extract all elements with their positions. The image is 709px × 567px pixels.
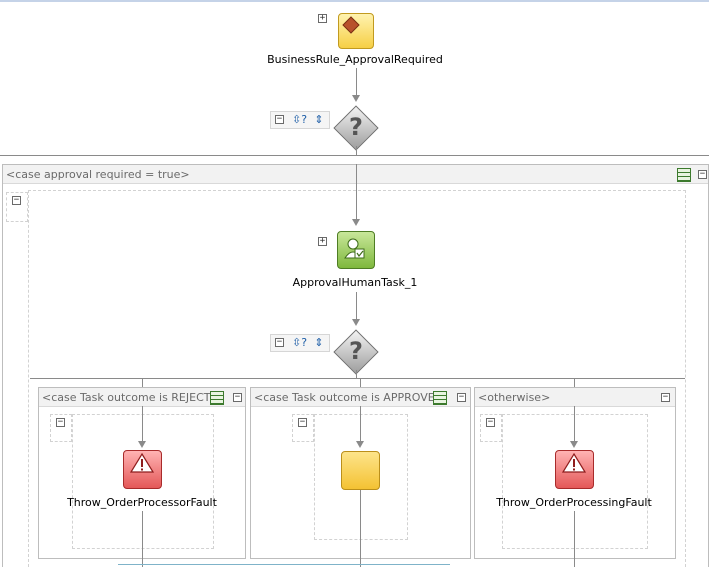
collapse-sequence-toggle[interactable]: − (12, 195, 21, 205)
sequence-gutter (50, 414, 72, 442)
connector-line (142, 511, 143, 567)
connector-line (574, 511, 575, 567)
collapse-case-reject-toggle[interactable]: − (233, 392, 242, 402)
collapse-approve-sequence-toggle[interactable]: − (298, 417, 307, 427)
connector-line (360, 378, 361, 387)
expand-business-rule-toggle[interactable]: + (318, 13, 327, 23)
connector-arrow (356, 441, 364, 448)
connector-line (356, 68, 357, 96)
business-rule-label: BusinessRule_ApprovalRequired (267, 53, 443, 66)
throw-order-processor-fault-activity[interactable] (123, 450, 162, 489)
canvas-top-border (0, 0, 709, 2)
human-task-icon (344, 238, 365, 259)
switch-1-question-icon: ? (349, 113, 363, 141)
reorder-case-icon[interactable]: ⇕ (314, 336, 324, 349)
throw-order-processing-fault-activity[interactable] (555, 450, 594, 489)
move-case-icon[interactable]: ⇳? (292, 336, 308, 349)
collapse-reject-sequence-toggle[interactable]: − (56, 417, 65, 427)
throw-reject-label: Throw_OrderProcessorFault (67, 496, 217, 509)
reject-sequence-area (72, 414, 214, 549)
switch-2-question-icon: ? (349, 337, 363, 365)
move-case-icon[interactable]: ⇳? (292, 113, 308, 126)
connector-arrow (138, 441, 146, 448)
collapse-switch-2-toggle[interactable]: − (275, 337, 284, 347)
collapse-case-otherwise-toggle[interactable]: − (661, 392, 670, 402)
empty-activity[interactable] (341, 451, 380, 490)
switch-toolbar-2: − ⇳? ⇕ (270, 334, 330, 352)
connector-line (360, 490, 361, 567)
connector-arrow (352, 319, 360, 326)
approval-human-task-activity[interactable] (337, 231, 375, 269)
sequence-dashed-area (28, 190, 686, 567)
case-condition-icon[interactable] (433, 391, 447, 405)
sequence-gutter (480, 414, 502, 442)
warning-icon (129, 452, 155, 473)
case-approval-required-header (3, 165, 708, 184)
bottom-element-edge (118, 564, 450, 565)
case-reject-label[interactable]: <case Task outcome is REJECT> (42, 391, 220, 404)
connector-line (356, 292, 357, 320)
business-rule-icon (342, 16, 360, 34)
connector-arrow (352, 95, 360, 102)
collapse-outer-case-toggle[interactable]: − (698, 169, 707, 179)
expand-human-task-toggle[interactable]: + (318, 236, 327, 246)
connector-line (360, 406, 361, 442)
connector-line (356, 164, 357, 220)
connector-line (356, 370, 357, 378)
switch-2-branch-line (30, 378, 685, 379)
case-otherwise-label[interactable]: <otherwise> (478, 391, 551, 404)
connector-line (574, 406, 575, 442)
switch-1-branch-line (0, 155, 709, 156)
collapse-otherwise-sequence-toggle[interactable]: − (486, 417, 495, 427)
connector-line (142, 378, 143, 387)
warning-icon (561, 452, 587, 473)
switch-toolbar-1: − ⇳? ⇕ (270, 111, 330, 129)
human-task-label: ApprovalHumanTask_1 (292, 276, 418, 289)
throw-otherwise-label: Throw_OrderProcessingFault (496, 496, 652, 509)
connector-line (574, 378, 575, 387)
reorder-case-icon[interactable]: ⇕ (314, 113, 324, 126)
sequence-gutter (6, 192, 28, 222)
business-rule-activity[interactable] (338, 13, 374, 49)
otherwise-sequence-area (502, 414, 648, 549)
connector-arrow (570, 441, 578, 448)
case-approve-label[interactable]: <case Task outcome is APPROVE> (254, 391, 444, 404)
sequence-gutter (292, 414, 314, 442)
case-condition-icon[interactable] (210, 391, 224, 405)
case-condition-icon[interactable] (677, 168, 691, 182)
collapse-switch-1-toggle[interactable]: − (275, 114, 284, 124)
collapse-case-approve-toggle[interactable]: − (457, 392, 466, 402)
connector-line (142, 406, 143, 442)
case-approval-required-label[interactable]: <case approval required = true> (6, 168, 190, 181)
connector-line (356, 146, 357, 156)
connector-arrow (352, 219, 360, 226)
case-otherwise-header (475, 388, 675, 407)
approve-sequence-area (314, 414, 408, 540)
